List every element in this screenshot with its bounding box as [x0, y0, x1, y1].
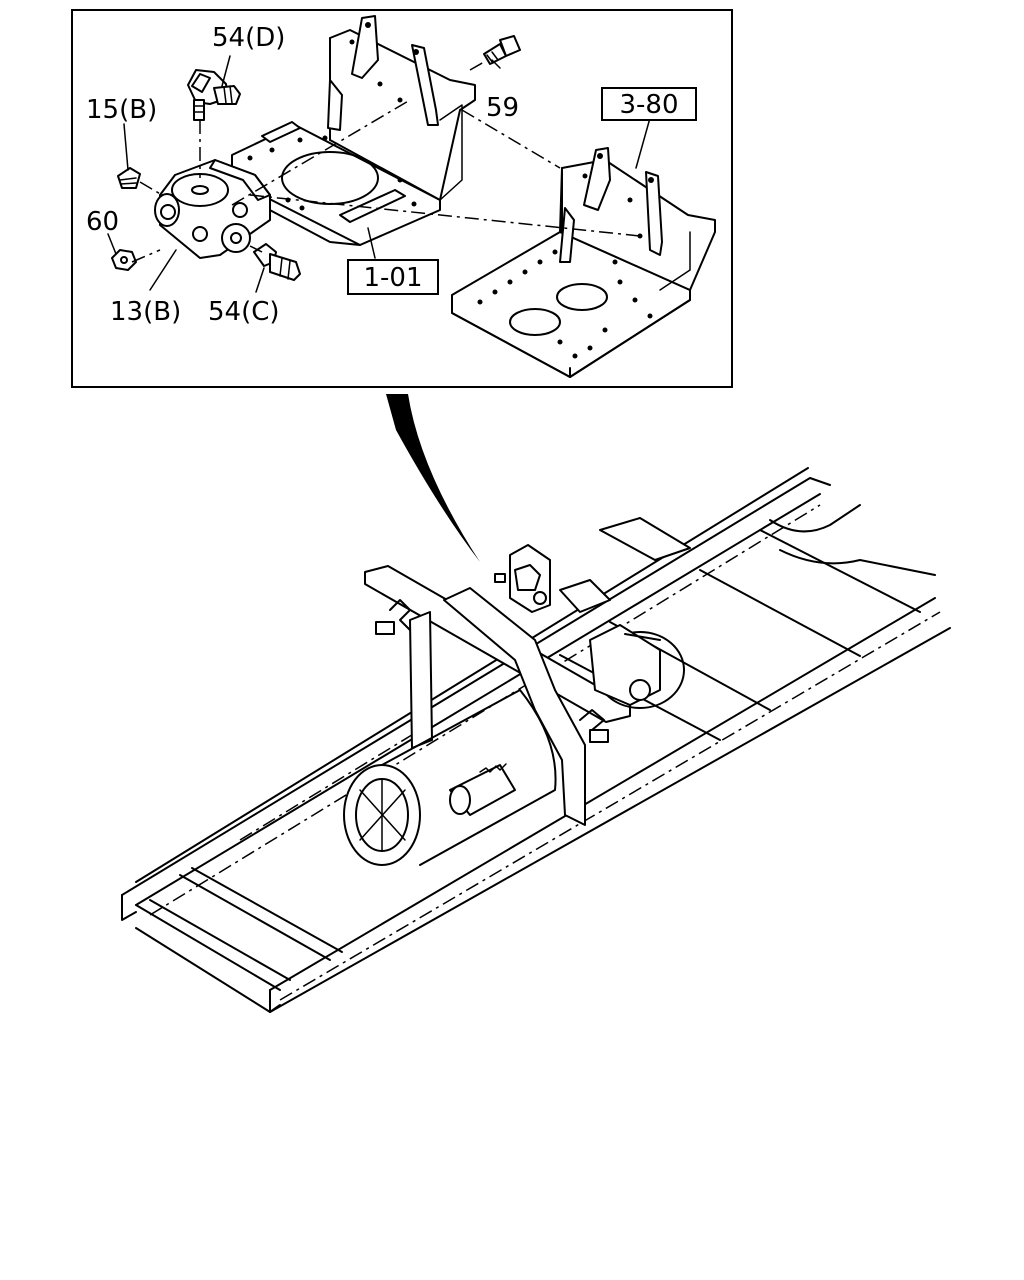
callout-bracket-ref[interactable]: 1-01	[363, 263, 422, 293]
callout-frame-ref[interactable]: 3-80	[619, 90, 678, 120]
frame-bracket-drawing	[451, 147, 716, 378]
bracket-ref-box	[347, 259, 439, 295]
bolt-drawing	[483, 35, 521, 65]
callout-block-b: 13(B)	[110, 297, 181, 327]
callout-plug-b: 15(B)	[86, 95, 157, 125]
callout-fitting-c: 54(C)	[208, 297, 280, 327]
frame-ref-box	[601, 87, 697, 121]
detail-inset: 54(D) 59 3-80 15(B) 60 13(B) 54(C) 1-01	[71, 9, 733, 388]
curved-pointer-arrow-icon	[386, 394, 480, 562]
chassis-drawing	[121, 467, 951, 1013]
callout-fitting-d: 54(D)	[212, 23, 285, 53]
assembly-lines	[131, 61, 641, 263]
callout-nut: 60	[86, 207, 119, 237]
leader-lines	[107, 55, 651, 293]
callout-bolt: 59	[486, 93, 519, 123]
block-assembly-drawing	[111, 69, 301, 281]
